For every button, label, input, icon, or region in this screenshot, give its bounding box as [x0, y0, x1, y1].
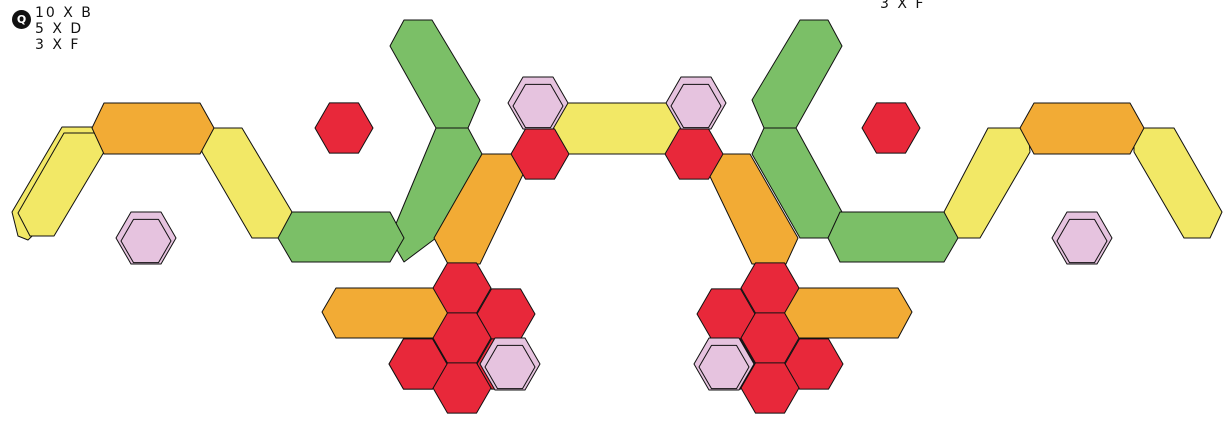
orange-piece	[784, 288, 912, 338]
legend-line: 3 X F	[35, 37, 93, 53]
yellow-piece	[944, 128, 1030, 238]
legend-right: 3 X F	[880, 0, 925, 12]
legend-line: 5 X D	[35, 21, 93, 37]
red-hexagon	[315, 103, 373, 153]
yellow-piece	[202, 128, 292, 238]
legend-line: 10 X B	[35, 5, 93, 21]
green-piece	[828, 212, 958, 262]
q-badge: Q	[12, 10, 31, 29]
green-piece	[278, 212, 404, 262]
orange-piece	[322, 288, 448, 338]
green-piece	[752, 20, 842, 128]
legend-left: 10 X B 5 X D 3 X F	[35, 5, 93, 53]
red-hexagon	[862, 103, 920, 153]
legend-line: 3 X F	[880, 0, 925, 12]
yellow-piece	[1134, 128, 1222, 238]
orange-piece	[1020, 103, 1144, 154]
green-piece	[390, 20, 480, 128]
orange-piece	[92, 103, 214, 154]
